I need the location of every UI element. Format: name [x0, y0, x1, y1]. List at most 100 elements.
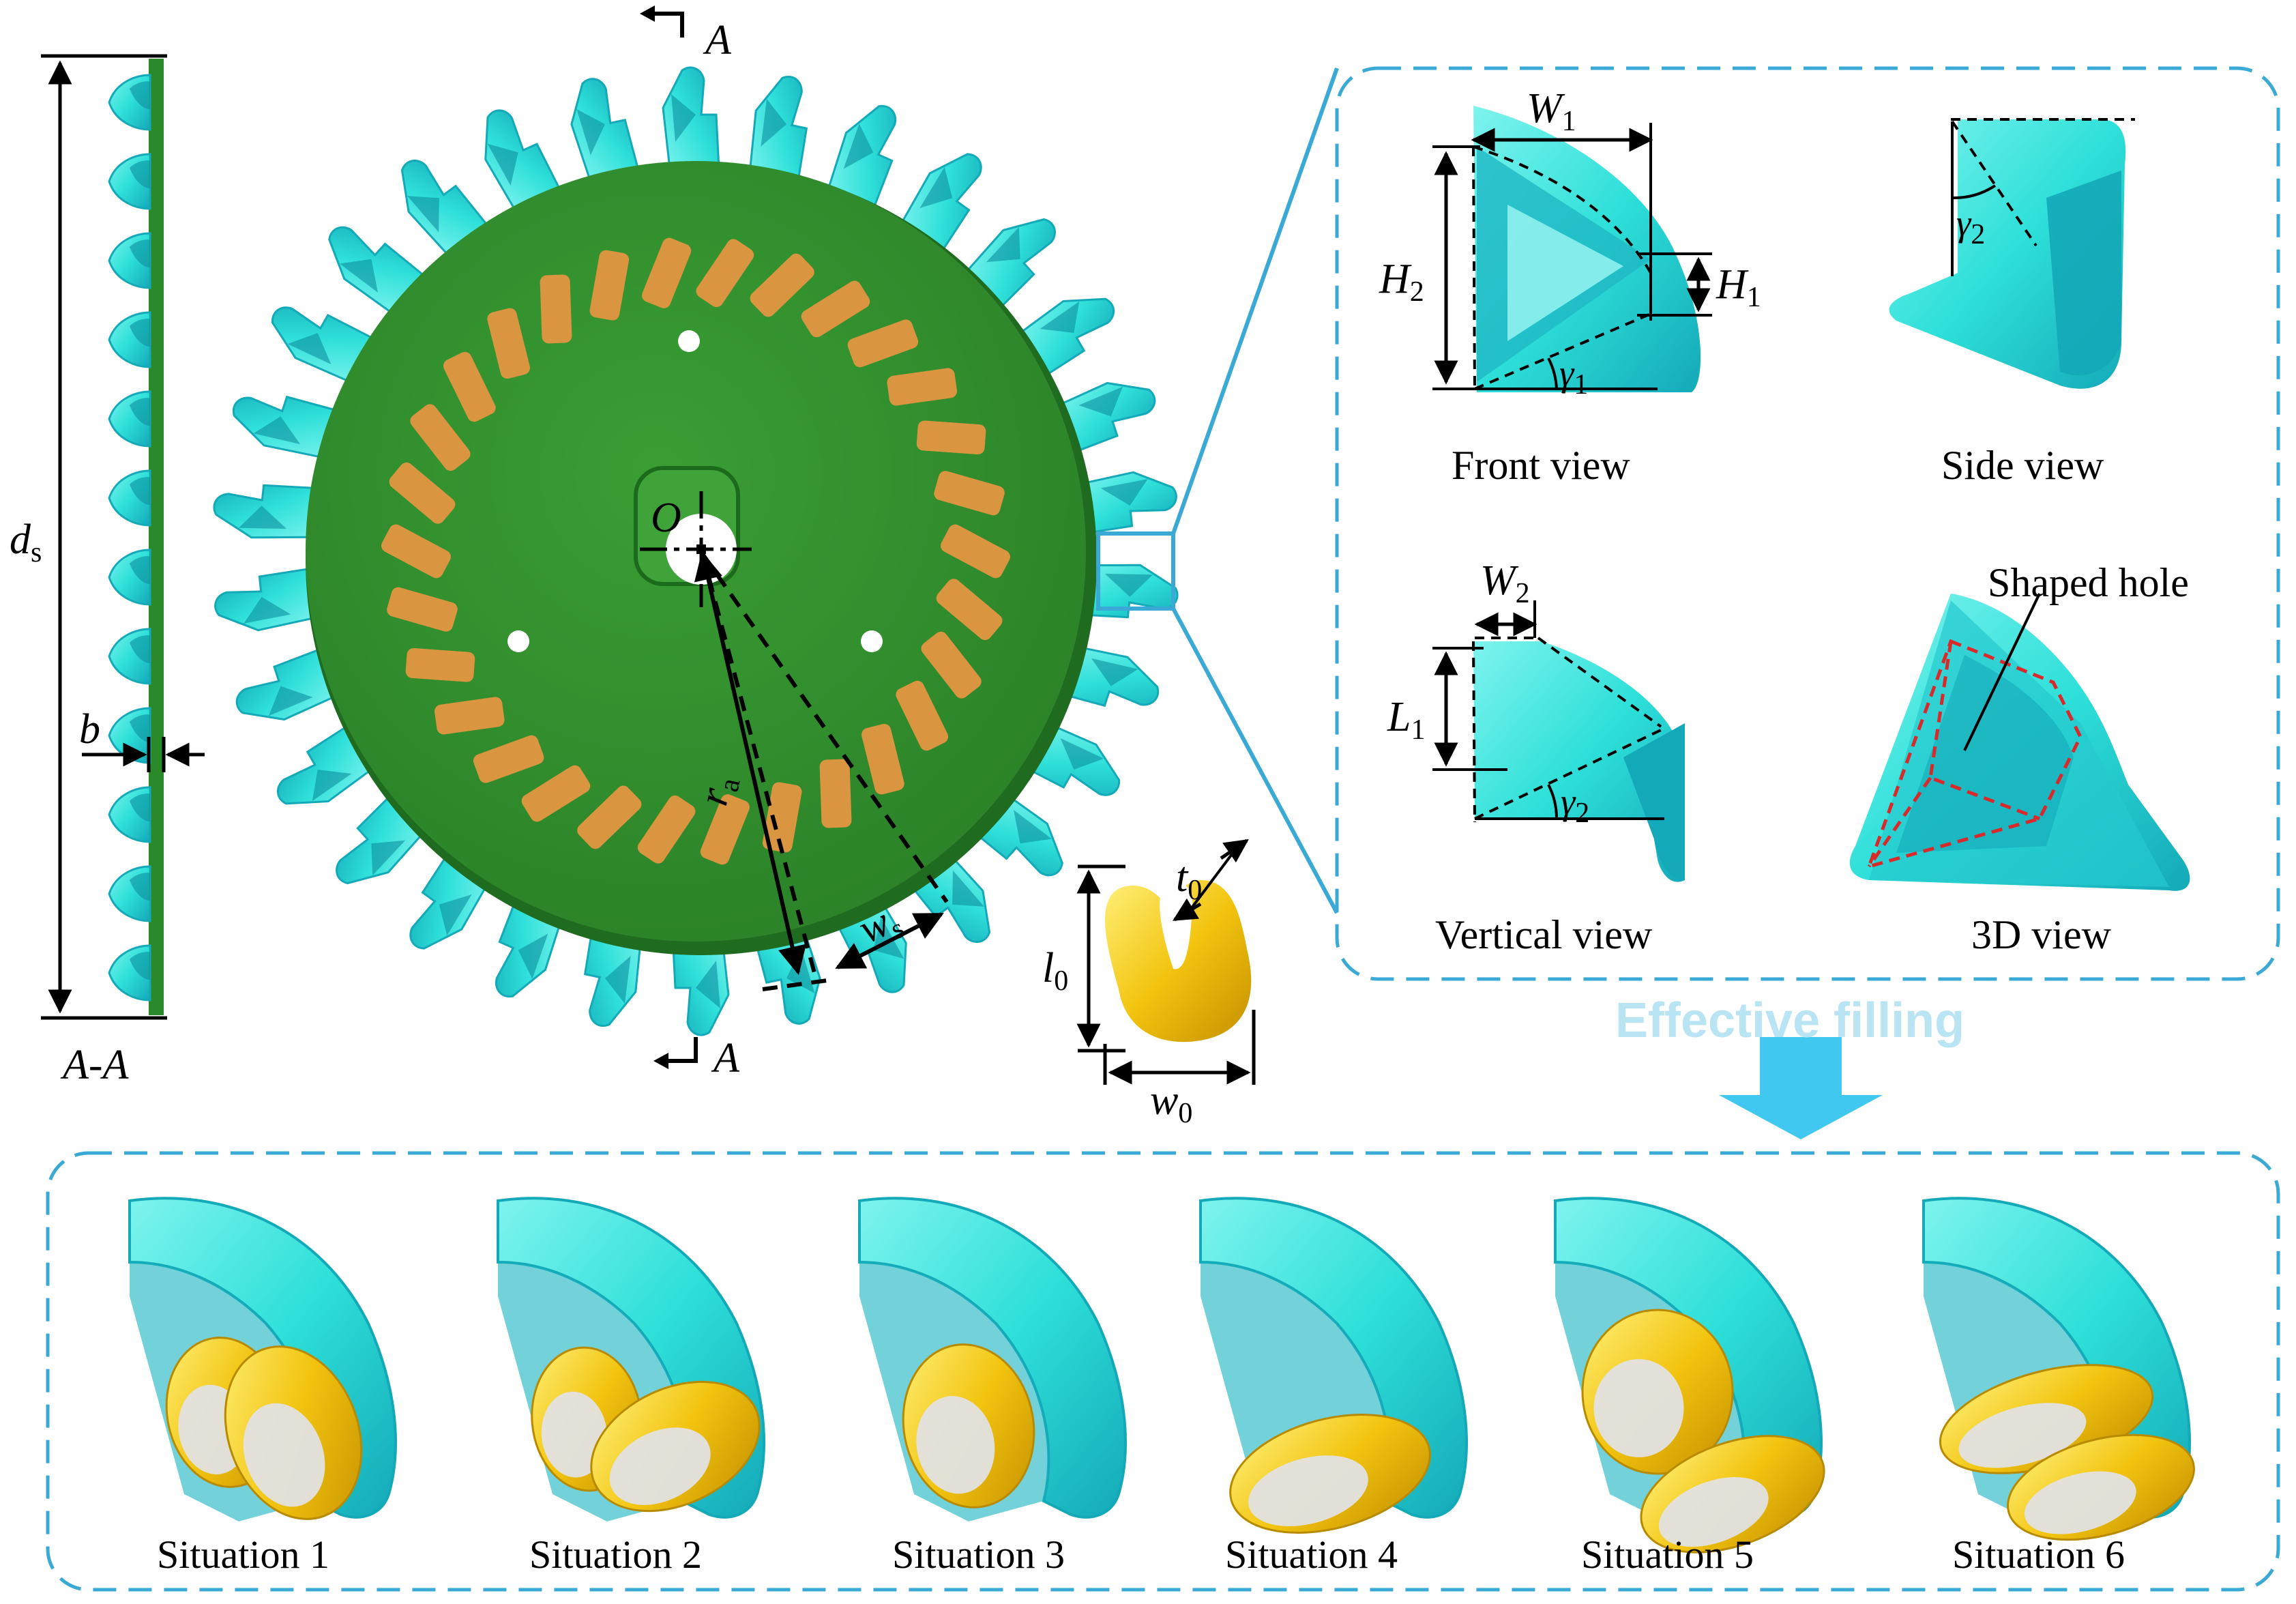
situation-seed: [224, 1345, 363, 1520]
section-tooth: [108, 469, 151, 527]
situation-3-drawing: [858, 1197, 1127, 1521]
caption-situation-5: Situation 5: [1581, 1532, 1754, 1577]
disc-cell: [941, 524, 1010, 579]
section-tooth: [108, 74, 151, 131]
section-tooth: [108, 786, 151, 843]
disc-tooth: [232, 395, 341, 459]
disc-tooth: [662, 66, 720, 171]
section-tooth: [108, 865, 151, 922]
disc-pin-hole-right: [861, 630, 883, 652]
label-section-a-top: A: [705, 17, 731, 63]
situation-1-drawing: [128, 1197, 397, 1521]
label-t0: t0: [1176, 854, 1203, 906]
label-effective-filling: Effective filling: [1615, 993, 1965, 1048]
label-section-a-bottom: A: [713, 1035, 739, 1081]
label-gamma2-side: γ2: [1956, 203, 1986, 250]
situation-6-drawing: [1922, 1197, 2195, 1541]
situation-4-drawing: [1199, 1197, 1468, 1534]
side-view-drawing: [1889, 118, 2135, 389]
disc-cell: [862, 723, 904, 795]
disc-cell: [801, 280, 870, 338]
disc-cell: [887, 368, 957, 406]
maize-seed: [1076, 839, 1256, 1085]
disc-cell: [847, 319, 919, 368]
disc-tooth: [271, 306, 379, 384]
ws-guide-2: [701, 553, 949, 903]
disc-cell: [896, 680, 949, 751]
section-tooth: [108, 390, 151, 448]
disc-cell: [819, 759, 852, 828]
disc-tooth: [213, 484, 320, 539]
label-gamma2-vertical: γ2: [1561, 781, 1590, 829]
disc-cell: [410, 404, 471, 471]
caption-vertical-view: Vertical view: [1435, 912, 1653, 957]
disc-cell: [934, 471, 1005, 516]
disc-tooth: [328, 226, 429, 317]
situation-seed: [1229, 1414, 1431, 1534]
situation-2-drawing: [497, 1197, 765, 1521]
zoom-line-bottom: [1171, 607, 1339, 914]
t0-line: [1186, 845, 1239, 916]
caption-side-view: Side view: [1941, 443, 2104, 488]
section-tooth: [108, 628, 151, 685]
disc-cell: [589, 250, 630, 321]
disc-cell: [750, 253, 814, 317]
disc-cell: [387, 587, 458, 632]
label-section-aa: A-A: [63, 1042, 129, 1088]
disc-tooth: [748, 76, 808, 184]
label-shaped-hole: Shaped hole: [1988, 560, 2189, 605]
ws-guide-3: [762, 978, 833, 991]
situation-drawings: [128, 1197, 2195, 1554]
label-w0: w0: [1150, 1077, 1193, 1129]
section-tooth: [108, 232, 151, 289]
section-tooth: [108, 944, 151, 1002]
label-W1: W1: [1527, 85, 1576, 137]
section-tooth: [108, 549, 151, 606]
disc-tooth: [570, 78, 641, 184]
ws-arrow: [835, 912, 944, 969]
disc-tooth: [826, 104, 897, 214]
vertical-view-drawing: [1432, 600, 1685, 882]
disc-tooth: [214, 566, 320, 632]
label-gamma1: γ1: [1559, 353, 1589, 400]
disc-cell: [921, 631, 982, 699]
front-view-drawing: [1432, 106, 1712, 393]
label-center-o: O: [651, 495, 681, 541]
disc-pin-hole-top: [678, 330, 700, 352]
situation-5-drawing: [1554, 1197, 1825, 1554]
situation-seed: [590, 1380, 761, 1513]
disc-cell: [577, 785, 642, 849]
detail-panel-border: [1335, 66, 2280, 981]
disc-cell: [487, 308, 530, 379]
label-ds: ds: [10, 516, 42, 568]
effective-filling-arrow: [1719, 1037, 1883, 1139]
label-H1: H1: [1716, 261, 1761, 313]
disc-cell: [696, 239, 754, 308]
zoom-line-top: [1171, 68, 1339, 534]
caption-situation-6: Situation 6: [1952, 1532, 2125, 1577]
tooth-highlight-box: [1096, 531, 1175, 611]
disc-cell: [540, 274, 572, 344]
disc-cell: [637, 795, 696, 864]
situation-seed: [2007, 1433, 2195, 1541]
label-b: b: [79, 706, 100, 753]
caption-situation-4: Situation 4: [1225, 1532, 1398, 1577]
caption-situation-2: Situation 2: [529, 1532, 702, 1577]
section-marker-bottom: [653, 1037, 698, 1069]
disc-cell: [473, 735, 544, 783]
situation-seed: [902, 1343, 1035, 1508]
caption-3d-view: 3D view: [1971, 912, 2111, 957]
center-point: [696, 544, 706, 554]
caption-front-view: Front view: [1452, 443, 1630, 488]
disc-cells: [381, 237, 1010, 865]
caption-situation-1: Situation 1: [157, 1532, 329, 1577]
disc-pin-hole-left: [507, 630, 529, 652]
disc-cell: [405, 648, 475, 682]
section-tooth: [108, 153, 151, 210]
section-disc-plate: [149, 59, 164, 1015]
label-L1: L1: [1387, 694, 1426, 746]
section-aa-view: [41, 54, 205, 1020]
disc-tooth: [235, 645, 342, 721]
disc-cell: [916, 420, 986, 454]
